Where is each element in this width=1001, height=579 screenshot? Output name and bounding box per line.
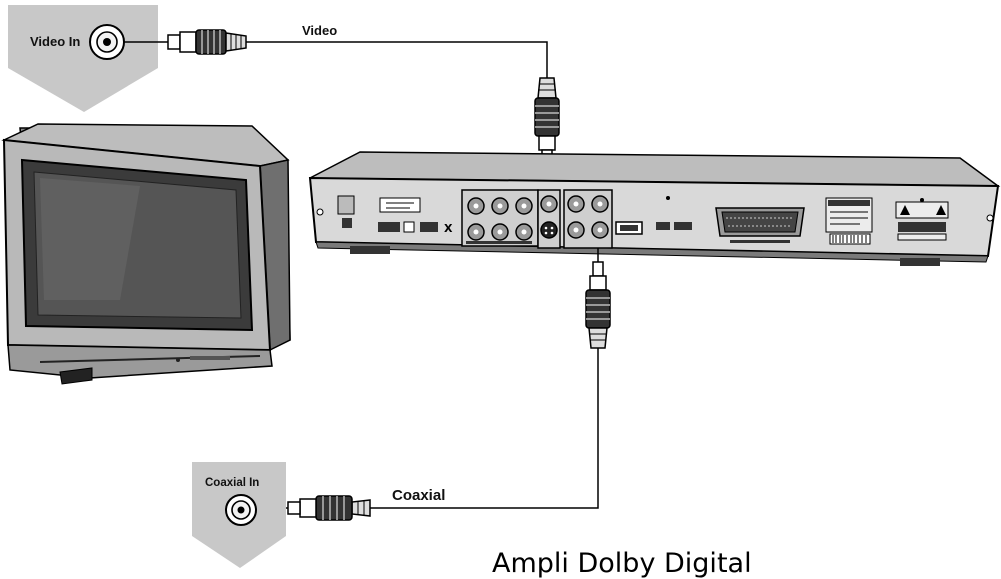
rca-plug-icon <box>585 261 611 349</box>
video-cable: Video <box>124 23 560 196</box>
rca-plug-icon <box>167 29 247 55</box>
amplifier-input-label: Coaxial In <box>205 477 259 489</box>
coaxial-cable: Coaxial <box>256 248 611 521</box>
svg-text:X: X <box>444 222 453 235</box>
video-in-jack-icon <box>89 24 125 60</box>
amplifier-title: Ampli Dolby Digital <box>492 548 752 579</box>
video-cable-label: Video <box>302 23 337 38</box>
coaxial-cable-label: Coaxial <box>392 487 445 504</box>
tv-input-label: Video In <box>30 34 80 49</box>
tv-input-badge: Video In <box>8 5 158 112</box>
dvd-player-rear-panel-icon: X <box>308 151 1001 266</box>
crt-television-icon <box>1 123 291 385</box>
amplifier-input-badge: Coaxial In <box>192 462 286 568</box>
coaxial-in-jack-icon <box>225 494 257 526</box>
rca-plug-icon <box>287 495 371 521</box>
